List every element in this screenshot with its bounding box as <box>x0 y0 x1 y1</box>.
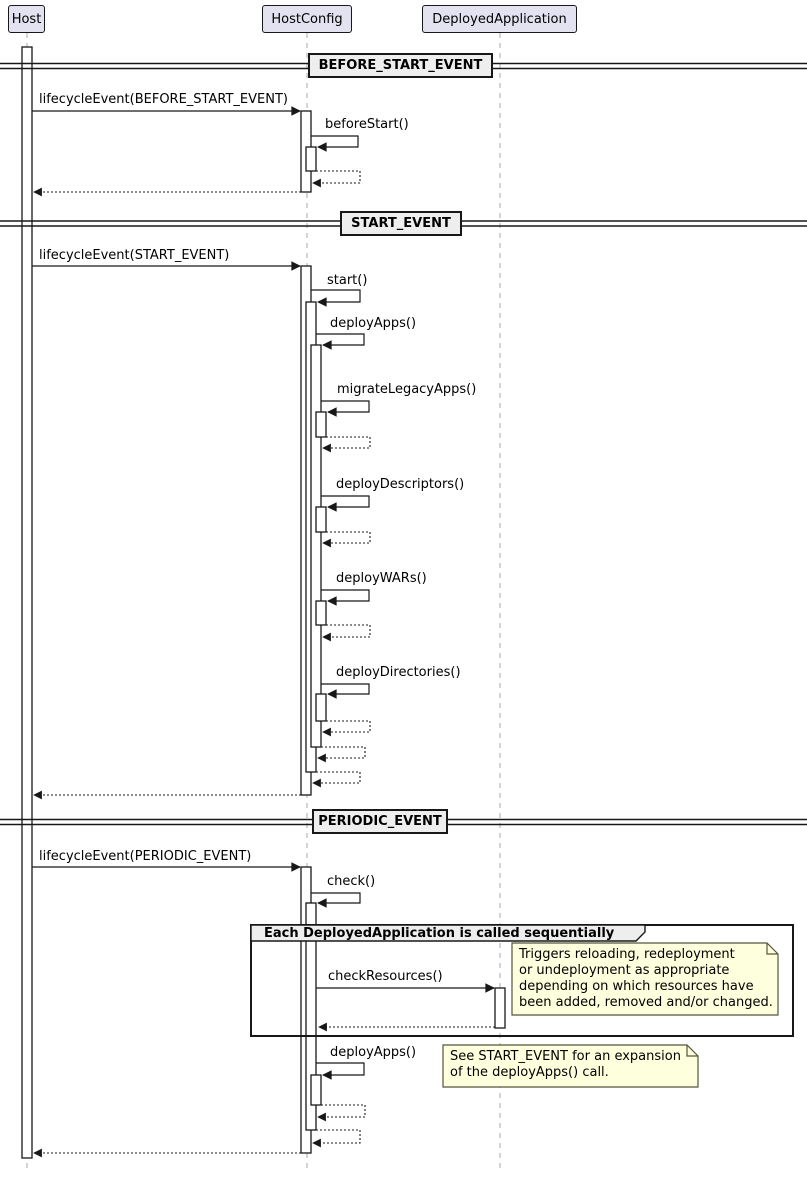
divider-periodic-event: PERIODIC_EVENT <box>312 809 448 834</box>
participant-deployedapplication-label: DeployedApplication <box>432 11 567 27</box>
divider-before-start-event-label: BEFORE_START_EVENT <box>318 58 483 73</box>
note-line: of the deployApps() call. <box>450 1065 609 1080</box>
hostconfig-activation-periodic-l3 <box>310 1074 322 1106</box>
hostconfig-activation-start-l3 <box>310 344 322 748</box>
message-lifecycle-start: lifecycleEvent(START_EVENT) <box>39 248 230 263</box>
message-lifecycle-periodic: lifecycleEvent(PERIODIC_EVENT) <box>39 849 252 864</box>
message-deploy-apps-periodic: deployApps() <box>330 1045 417 1060</box>
divider-start-event-label: START_EVENT <box>351 216 451 231</box>
note-check-resources <box>511 942 779 1016</box>
participant-host-label: Host <box>11 11 42 27</box>
divider-periodic-event-label: PERIODIC_EVENT <box>318 814 442 829</box>
hostconfig-activation-wars <box>315 600 327 626</box>
return-deploy-descriptors <box>322 531 371 548</box>
note-line: been added, removed and/or changed. <box>519 995 773 1010</box>
participant-hostconfig: HostConfig <box>262 5 352 33</box>
participant-host: Host <box>8 5 45 33</box>
return-migrate-legacy-apps <box>322 436 371 453</box>
arrow-check-self <box>311 892 361 908</box>
note-check-resources-text: Triggers reloading, redeployment or unde… <box>519 947 773 1011</box>
message-migrate-legacy-apps: migrateLegacyApps() <box>337 382 477 397</box>
hostconfig-activation-before-l2 <box>305 146 317 172</box>
message-deploy-descriptors: deployDescriptors() <box>336 477 465 492</box>
hostconfig-activation-periodic-l2 <box>305 902 317 1131</box>
hostconfig-activation-descriptors <box>315 506 327 533</box>
message-start: start() <box>327 273 368 288</box>
hostconfig-activation-migrate <box>315 411 327 438</box>
host-activation <box>21 46 33 1159</box>
arrow-deploy-descriptors-self <box>321 495 370 512</box>
message-before-start: beforeStart() <box>325 117 409 132</box>
message-lifecycle-before-start: lifecycleEvent(BEFORE_START_EVENT) <box>39 92 288 107</box>
return-check <box>312 1129 361 1148</box>
return-before-start-self <box>312 170 361 188</box>
group-title: Each DeployedApplication is called seque… <box>264 926 615 941</box>
arrow-deploy-apps-periodic-self <box>316 1062 365 1080</box>
note-line: or undeployment as appropriate <box>519 963 730 978</box>
note-line: Triggers reloading, redeployment <box>519 947 735 962</box>
message-deploy-directories: deployDirectories() <box>336 665 461 680</box>
arrow-start-self <box>311 289 361 307</box>
return-deploy-apps-periodic <box>317 1104 366 1122</box>
divider-before-start-event: BEFORE_START_EVENT <box>308 53 493 78</box>
note-deploy-apps-text: See START_EVENT for an expansion of the … <box>450 1049 681 1081</box>
participant-deployedapplication: DeployedApplication <box>422 5 577 33</box>
return-deploy-wars <box>322 624 371 642</box>
message-deploy-wars: deployWARs() <box>336 571 427 586</box>
message-check: check() <box>327 874 376 889</box>
return-deploy-apps <box>317 746 366 763</box>
arrow-deploy-directories-self <box>321 683 370 699</box>
note-line: See START_EVENT for an expansion <box>450 1049 681 1064</box>
message-check-resources: checkResources() <box>328 969 443 984</box>
deployedapplication-activation <box>494 987 506 1029</box>
return-start <box>312 771 361 788</box>
arrow-before-start-self <box>311 135 359 152</box>
participant-hostconfig-label: HostConfig <box>271 11 343 27</box>
group-header <box>250 924 646 942</box>
arrow-migrate-legacy-apps-self <box>321 400 370 417</box>
arrow-deploy-wars-self <box>321 589 370 606</box>
note-deploy-apps <box>442 1044 699 1088</box>
note-line: depending on which resources have <box>519 979 754 994</box>
hostconfig-activation-directories <box>315 693 327 722</box>
arrow-deploy-apps-self <box>316 333 365 350</box>
divider-start-event: START_EVENT <box>340 211 462 236</box>
message-deploy-apps: deployApps() <box>330 316 417 331</box>
return-deploy-directories <box>322 720 371 737</box>
